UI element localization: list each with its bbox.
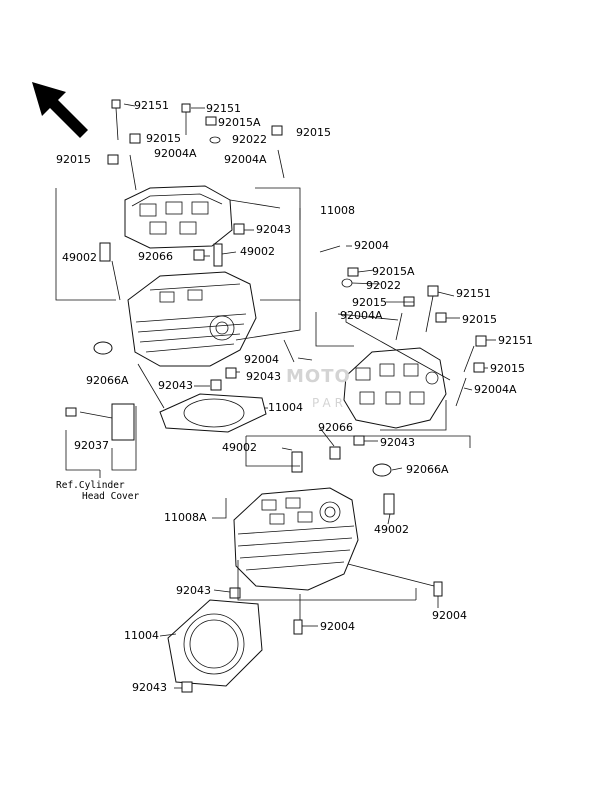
- label-92066a: 92066A: [86, 374, 129, 387]
- label-92043: 92043: [246, 370, 281, 383]
- rear-cylinder-head: [55, 99, 301, 478]
- label-92004a: 92004A: [224, 153, 267, 166]
- label-11004: 11004: [124, 629, 159, 642]
- label-92004a: 92004A: [154, 147, 197, 160]
- front-cylinder-head: [159, 427, 471, 693]
- label-92066: 92066: [318, 421, 353, 434]
- label-92043: 92043: [176, 584, 211, 597]
- label-92004: 92004: [320, 620, 355, 633]
- label-11004: 11004: [268, 401, 303, 414]
- label-49002: 49002: [240, 245, 275, 258]
- label-92004: 92004: [432, 609, 467, 622]
- label-11008: 11008: [320, 204, 355, 217]
- reference-note-line1: Ref.Cylinder: [56, 480, 125, 491]
- label-92043: 92043: [158, 379, 193, 392]
- label-92015: 92015: [462, 313, 497, 326]
- label-11008a: 11008A: [164, 511, 207, 524]
- label-92151: 92151: [134, 99, 169, 112]
- label-49002: 49002: [222, 441, 257, 454]
- label-92004: 92004: [244, 353, 279, 366]
- label-49002: 49002: [374, 523, 409, 536]
- label-92004: 92004: [354, 239, 389, 252]
- watermark-brand: MOTO: [286, 366, 351, 387]
- label-49002: 49002: [62, 251, 97, 264]
- label-92037: 92037: [74, 439, 109, 452]
- front-cylinder-head-cover: [283, 245, 496, 446]
- label-92015: 92015: [296, 126, 331, 139]
- label-92022: 92022: [232, 133, 267, 146]
- label-92015a: 92015A: [218, 116, 261, 129]
- label-92015: 92015: [352, 296, 387, 309]
- label-92015: 92015: [490, 362, 525, 375]
- label-92004a: 92004A: [340, 309, 383, 322]
- label-92066a: 92066A: [406, 463, 449, 476]
- label-92022: 92022: [366, 279, 401, 292]
- label-92151: 92151: [206, 102, 241, 115]
- label-92015: 92015: [56, 153, 91, 166]
- direction-arrow-icon: [32, 82, 88, 138]
- label-92043: 92043: [380, 436, 415, 449]
- reference-note-line2: Head Cover: [82, 491, 140, 502]
- label-92151: 92151: [456, 287, 491, 300]
- label-92151: 92151: [498, 334, 533, 347]
- label-92015: 92015: [146, 132, 181, 145]
- label-92066: 92066: [138, 250, 173, 263]
- label-92004a: 92004A: [474, 383, 517, 396]
- label-92015a: 92015A: [372, 265, 415, 278]
- watermark-sub: PAR: [312, 396, 348, 410]
- label-92043: 92043: [256, 223, 291, 236]
- label-92043: 92043: [132, 681, 167, 694]
